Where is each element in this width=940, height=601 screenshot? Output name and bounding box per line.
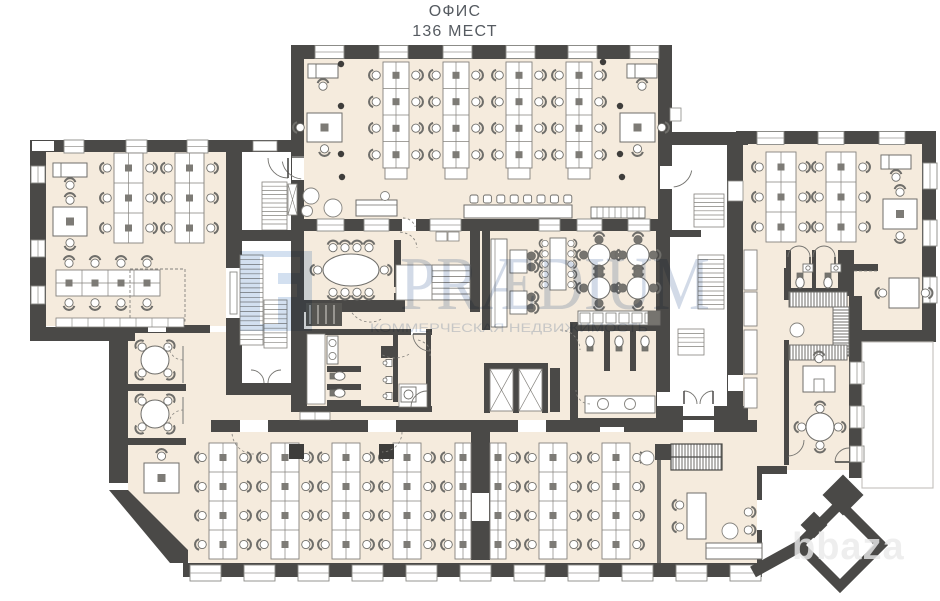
svg-text:ОФИС: ОФИС [429,3,481,20]
svg-text:PRÆDIUM: PRÆDIUM [400,242,710,326]
svg-text:КОММЕРЧЕСКАЯ НЕДВИЖИМОСТЬ: КОММЕРЧЕСКАЯ НЕДВИЖИМОСТЬ [370,321,648,335]
svg-text:136 МЕСТ: 136 МЕСТ [412,23,498,40]
svg-text:bbaza: bbaza [792,526,905,568]
